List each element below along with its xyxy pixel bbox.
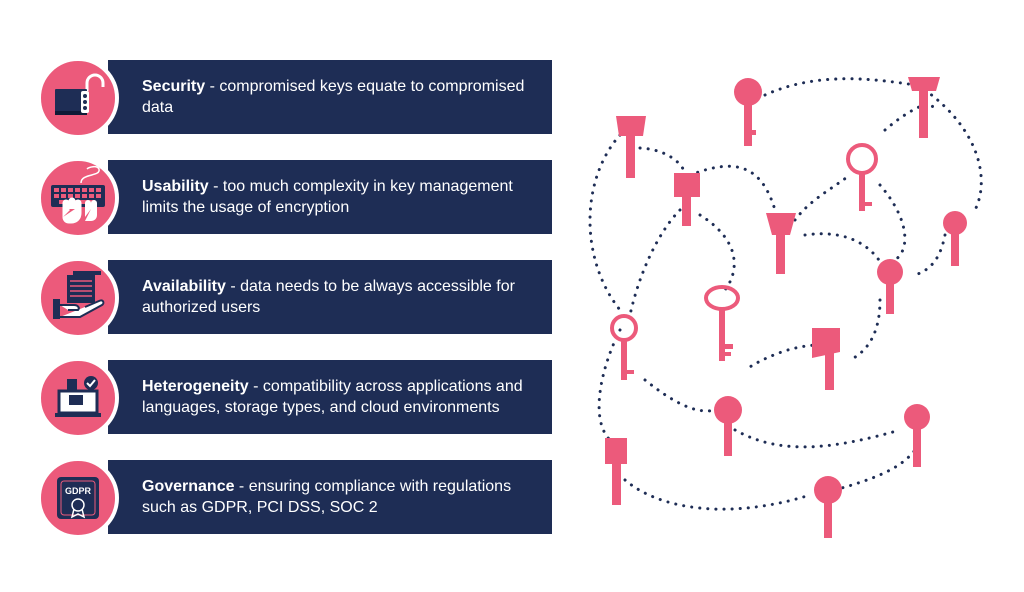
key-icon bbox=[943, 211, 967, 266]
key-icon bbox=[734, 78, 762, 146]
key-icon bbox=[616, 116, 646, 178]
key-icon bbox=[814, 476, 842, 538]
item-description: - ensuring compliance with regulations s… bbox=[142, 478, 512, 516]
key-icon bbox=[610, 314, 638, 380]
item-description: - too much complexity in key management … bbox=[142, 178, 513, 216]
item-bar: Security - compromised keys equate to co… bbox=[108, 60, 552, 134]
item-text: Usability - too much complexity in key m… bbox=[142, 176, 546, 218]
item-title: Heterogeneity bbox=[142, 378, 249, 395]
key-icon bbox=[674, 173, 700, 226]
item-description: - compatibility across applications and … bbox=[142, 378, 523, 416]
item-bar: Usability - too much complexity in key m… bbox=[108, 160, 552, 234]
icon-circle bbox=[38, 158, 118, 238]
key-icon bbox=[812, 328, 840, 390]
icon-circle bbox=[38, 58, 118, 138]
server-hand-icon bbox=[53, 271, 105, 319]
key-icon bbox=[714, 396, 742, 456]
dotted-connections bbox=[588, 77, 983, 511]
padlock-icon bbox=[55, 73, 105, 115]
icon-circle bbox=[38, 358, 118, 438]
item-description: - compromised keys equate to compromised… bbox=[142, 78, 525, 116]
key-icons bbox=[605, 77, 967, 538]
item-title: Governance bbox=[142, 478, 235, 495]
item-bar: Governance - ensuring compliance with re… bbox=[108, 460, 552, 534]
key-icon bbox=[766, 213, 796, 274]
gdpr-badge-icon: GDPR bbox=[57, 477, 99, 519]
key-icon bbox=[605, 438, 627, 505]
key-icon bbox=[877, 259, 903, 314]
laptop-check-icon bbox=[55, 376, 101, 417]
item-text: Governance - ensuring compliance with re… bbox=[142, 476, 546, 518]
item-bar: Heterogeneity - compatibility across app… bbox=[108, 360, 552, 434]
icon-circle: GDPR bbox=[38, 458, 118, 538]
key-network-graphic bbox=[588, 77, 983, 538]
item-text: Availability - data needs to be always a… bbox=[142, 276, 546, 318]
item-description: - data needs to be always accessible for… bbox=[142, 278, 515, 316]
key-icon bbox=[904, 404, 930, 467]
keyboard-icon bbox=[51, 165, 105, 224]
item-security: Security - compromised keys equate to co… bbox=[38, 58, 552, 138]
gdpr-label: GDPR bbox=[65, 486, 92, 496]
item-text: Security - compromised keys equate to co… bbox=[142, 76, 546, 118]
item-title: Availability bbox=[142, 278, 226, 295]
key-icon bbox=[704, 285, 740, 361]
item-title: Security bbox=[142, 78, 206, 95]
item-availability: Availability - data needs to be always a… bbox=[38, 258, 552, 338]
item-heterogeneity: Heterogeneity - compatibility across app… bbox=[38, 358, 552, 438]
item-text: Heterogeneity - compatibility across app… bbox=[142, 376, 546, 418]
item-title: Usability bbox=[142, 178, 209, 195]
item-bar: Availability - data needs to be always a… bbox=[108, 260, 552, 334]
key-icon bbox=[846, 143, 878, 211]
icon-circle bbox=[38, 258, 118, 338]
item-usability: Usability - too much complexity in key m… bbox=[38, 158, 552, 238]
item-governance: Governance - ensuring compliance with re… bbox=[38, 458, 552, 538]
key-icon bbox=[908, 77, 940, 138]
